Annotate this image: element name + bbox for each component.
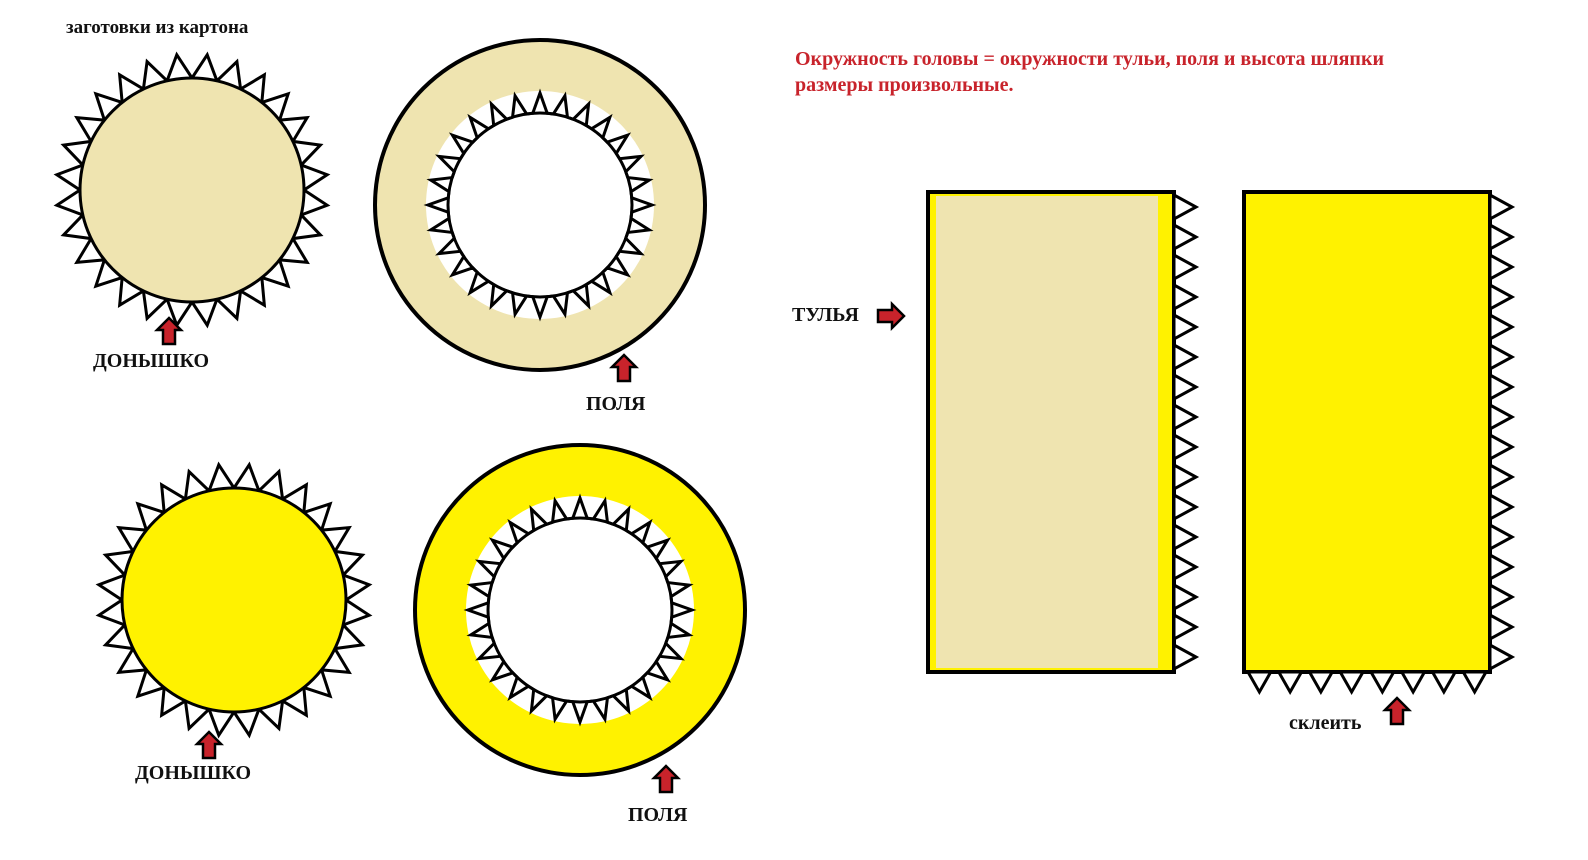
side-tooth — [1488, 642, 1516, 672]
side-tooth — [1172, 492, 1200, 522]
side-tooth — [1172, 282, 1200, 312]
page-title: заготовки из картона — [66, 17, 249, 38]
label-bottom-top: ДОНЫШКО — [93, 350, 210, 372]
side-tooth — [1488, 492, 1516, 522]
arrow-up-icon — [608, 353, 640, 383]
side-tooth — [1488, 192, 1516, 222]
side-tooth — [1488, 282, 1516, 312]
arrow-up-icon — [193, 730, 225, 760]
crown-strip-beige — [926, 190, 1200, 674]
side-tooth — [1172, 522, 1200, 552]
bottom-tooth — [1306, 670, 1335, 696]
side-tooth — [1172, 462, 1200, 492]
side-tooth — [1488, 552, 1516, 582]
note-line-1: Окружность головы = окружности тульи, по… — [795, 48, 1385, 70]
label-crown: ТУЛЬЯ — [792, 304, 859, 326]
note-line-2: размеры произвольные. — [795, 74, 1014, 96]
label-brim-bottom: ПОЛЯ — [628, 804, 688, 826]
side-tooth — [1172, 582, 1200, 612]
brim-blank-bottom — [413, 443, 747, 777]
disc-face — [120, 486, 348, 714]
inner-circle — [486, 516, 674, 704]
arrow-up-icon — [1381, 696, 1413, 726]
bottom-tooth — [1460, 670, 1489, 696]
disc-face — [78, 76, 306, 304]
side-tooth — [1488, 402, 1516, 432]
ring-hole — [466, 496, 694, 724]
label-glue: склеить — [1289, 712, 1362, 734]
side-tooth — [1172, 222, 1200, 252]
side-tooth — [1488, 372, 1516, 402]
side-tooth — [1172, 612, 1200, 642]
strip-outline — [926, 190, 1176, 674]
side-tooth — [1488, 462, 1516, 492]
side-tooth — [1172, 192, 1200, 222]
side-tooth — [1172, 372, 1200, 402]
label-brim-top: ПОЛЯ — [586, 393, 646, 415]
brim-blank-top — [373, 38, 707, 372]
ring-hole — [426, 91, 654, 319]
side-tooth — [1172, 312, 1200, 342]
bottom-tooth — [1276, 670, 1305, 696]
side-tooth — [1488, 432, 1516, 462]
bottom-blank-top — [53, 51, 331, 329]
side-tooth — [1488, 522, 1516, 552]
bottom-tooth — [1429, 670, 1458, 696]
pointer-arrows — [153, 300, 1413, 794]
side-tooth — [1172, 552, 1200, 582]
side-tooth — [1488, 582, 1516, 612]
bottom-tooth — [1399, 670, 1428, 696]
label-bottom-bottom: ДОНЫШКО — [135, 762, 252, 784]
arrow-up-icon — [153, 316, 185, 346]
side-tooth — [1488, 612, 1516, 642]
bottom-tooth — [1337, 670, 1366, 696]
side-tooth — [1488, 222, 1516, 252]
arrow-up-icon — [650, 764, 682, 794]
inner-circle — [446, 111, 634, 299]
bottom-blank-bottom — [95, 461, 373, 739]
side-tooth — [1488, 312, 1516, 342]
strip-face — [936, 196, 1158, 668]
side-tooth — [1172, 642, 1200, 672]
side-tooth — [1488, 342, 1516, 372]
bottom-tooth — [1368, 670, 1397, 696]
side-tooth — [1172, 432, 1200, 462]
side-tooth — [1172, 252, 1200, 282]
side-tooth — [1488, 252, 1516, 282]
crown-strip-yellow — [1242, 190, 1516, 696]
side-tooth — [1172, 342, 1200, 372]
bottom-tooth — [1245, 670, 1274, 696]
side-tooth — [1172, 402, 1200, 432]
strip-face — [1242, 190, 1492, 674]
arrow-right-icon — [876, 300, 906, 332]
